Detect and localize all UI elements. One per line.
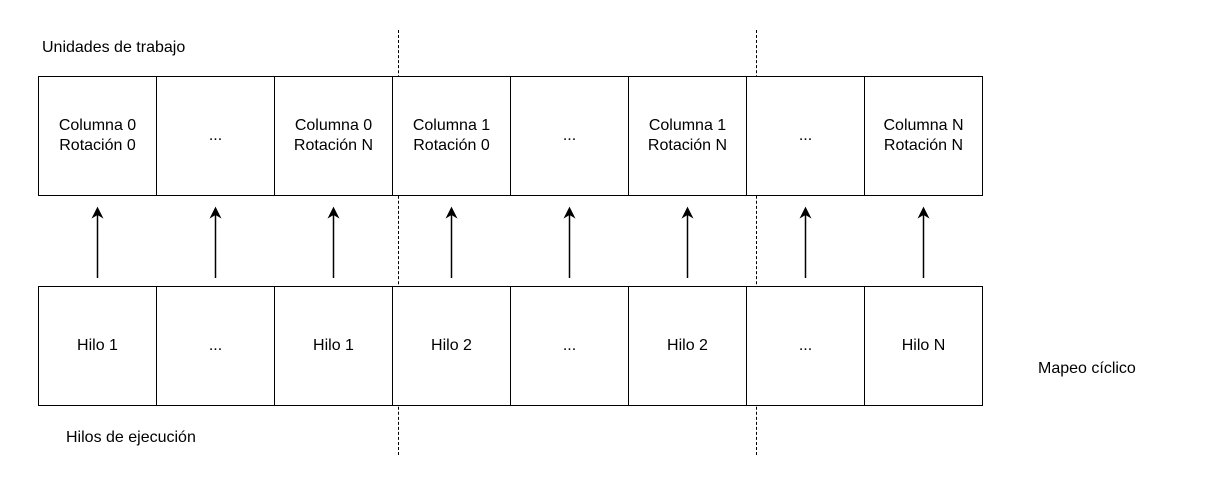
work-unit-line1: Columna 1 [412,117,491,134]
thread-cell: ... [156,286,275,406]
thread-cell: Hilo N [864,286,983,406]
work-unit-line2: Rotación N [293,137,374,154]
work-unit-cell: Columna 0 Rotación 0 [38,76,157,196]
work-unit-cell: Columna 1 Rotación N [628,76,747,196]
cyclic-mapping-label: Mapeo cíclico [1038,360,1136,377]
work-unit-line1: ... [562,127,577,144]
work-unit-line1: Columna 0 [58,117,137,134]
divider-left [398,30,399,455]
work-unit-line2: Rotación 0 [59,137,136,154]
thread-cell: ... [510,286,629,406]
thread-cell: ... [746,286,865,406]
work-unit-line1: ... [208,127,223,144]
work-unit-line2: Rotación N [883,137,964,154]
work-unit-line1: ... [798,127,813,144]
work-unit-line1: Columna N [883,117,964,134]
work-unit-line1: Columna 1 [648,117,727,134]
threads-label: Hilos de ejecución [66,429,196,446]
work-unit-line1: Columna 0 [294,117,373,134]
work-units-row: Columna 0 Rotación 0 ... Columna 0 Rotació… [38,76,983,196]
threads-row: Hilo 1 ... Hilo 1 Hilo 2 ... Hilo 2 ... … [38,286,983,406]
work-unit-line2: Rotación N [647,137,728,154]
work-unit-cell: ... [746,76,865,196]
work-unit-cell: Columna N Rotación N [864,76,983,196]
thread-cell: Hilo 1 [38,286,157,406]
work-unit-line2: Rotación 0 [413,137,490,154]
divider-right [756,30,757,455]
work-units-label: Unidades de trabajo [42,39,186,56]
work-unit-cell: ... [156,76,275,196]
thread-cell: Hilo 1 [274,286,393,406]
work-unit-cell: ... [510,76,629,196]
